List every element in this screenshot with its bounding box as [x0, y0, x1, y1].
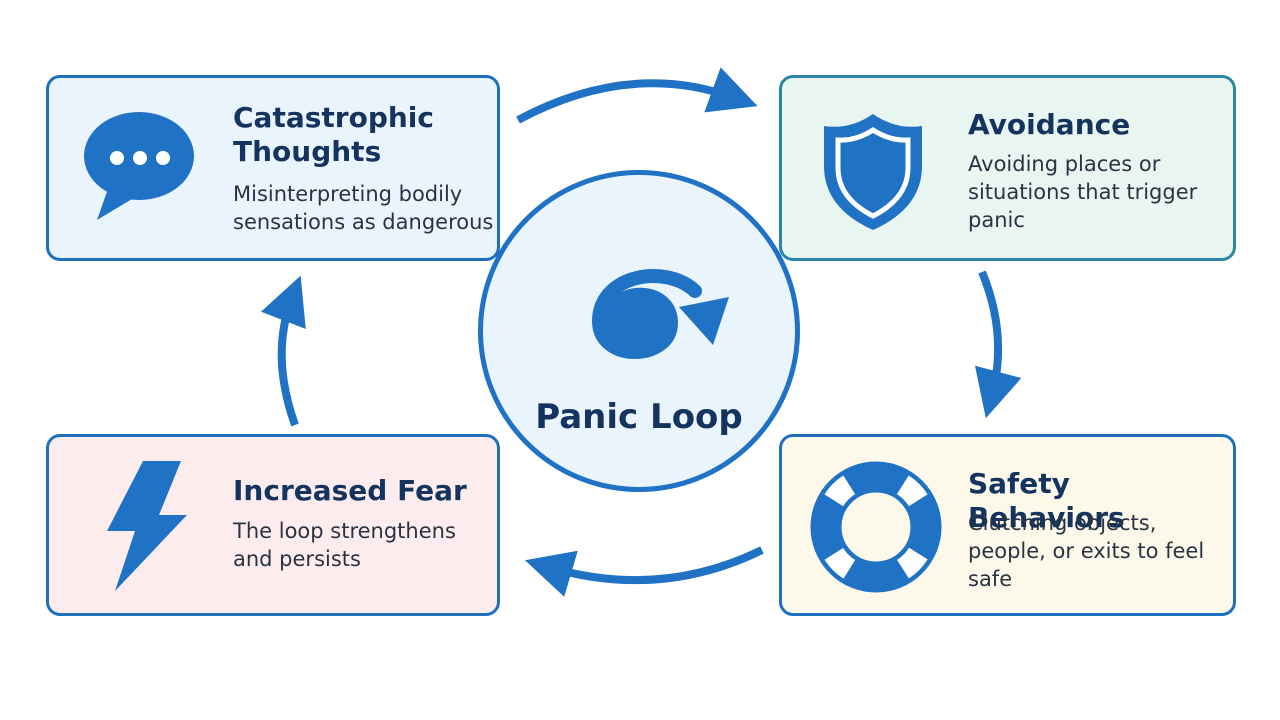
- card-avoidance: Avoidance Avoiding places or situations …: [779, 75, 1236, 261]
- shield-icon: [824, 114, 922, 230]
- arrow-thoughts-to-avoidance: [516, 67, 758, 124]
- card-catastrophic-thoughts: Catastrophic Thoughts Misinterpreting bo…: [46, 75, 500, 261]
- card-description: Misinterpreting bodily sensations as dan…: [233, 182, 494, 234]
- center-label: Panic Loop: [535, 397, 743, 437]
- center-panic-loop: Panic Loop: [478, 170, 800, 492]
- spiral-arrow-icon: [591, 269, 729, 359]
- card-safety-behaviors: Safety Behaviors Clutching objects, peop…: [779, 434, 1236, 616]
- arrow-fear-to-thoughts: [260, 275, 306, 427]
- lightning-icon: [107, 461, 187, 591]
- card-description: Avoiding places or situations that trigg…: [968, 152, 1198, 232]
- card-title: Safety Behaviors: [968, 467, 1125, 534]
- card-description: The loop strengthens and persists: [233, 519, 456, 571]
- arrow-safety-to-fear: [524, 546, 764, 597]
- arrow-avoidance-to-safety: [974, 270, 1022, 419]
- card-title: Catastrophic Thoughts: [233, 101, 434, 168]
- card-title: Increased Fear: [233, 474, 467, 507]
- life-ring-icon: [810, 461, 942, 593]
- card-title: Avoidance: [968, 108, 1131, 141]
- speech-bubble-icon: [84, 112, 194, 220]
- card-description: Clutching objects, people, or exits to f…: [968, 511, 1205, 591]
- card-increased-fear: Increased Fear The loop strengthens and …: [46, 434, 500, 616]
